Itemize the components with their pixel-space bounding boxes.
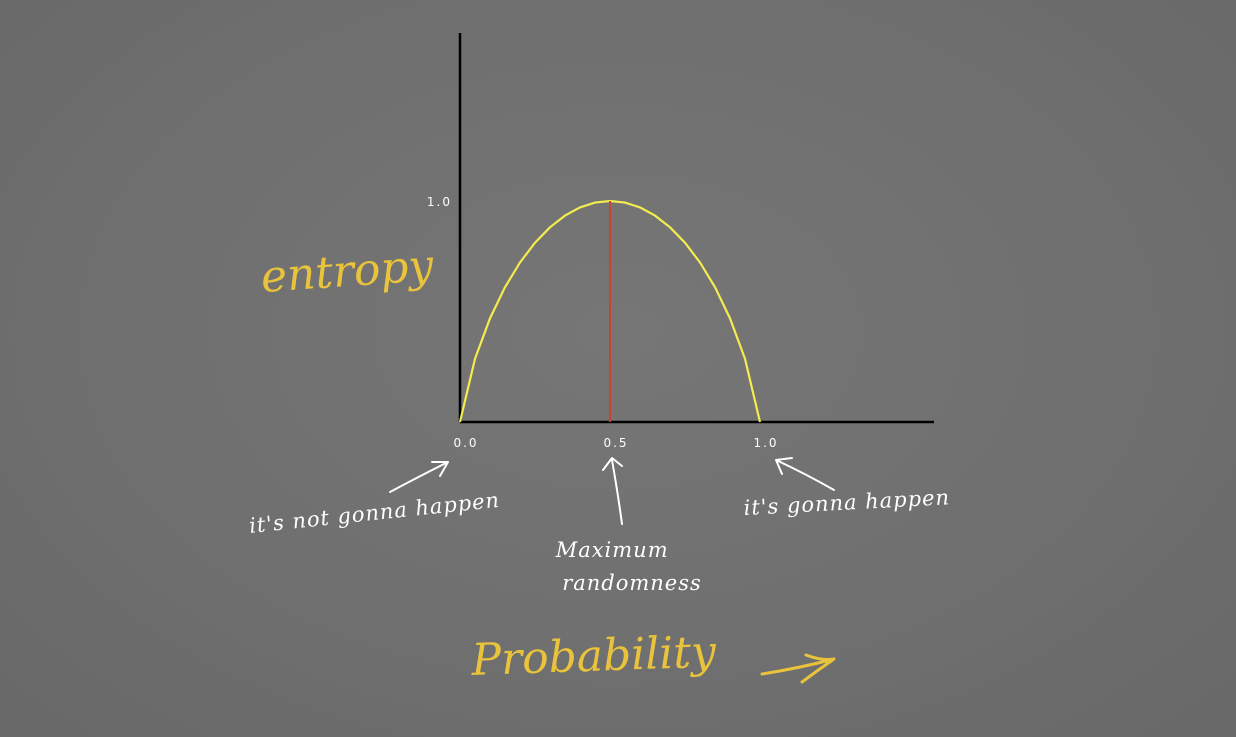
x-tick-label: 0.5 [603, 436, 628, 450]
arrow-icon [775, 457, 835, 491]
annotation-maximum-randomness: Maximum randomness [555, 538, 702, 595]
x-tick-label: 1.0 [753, 436, 778, 450]
y-axis-label: entropy [259, 240, 436, 303]
annotation-gonna-happen: it's gonna happen [743, 485, 951, 520]
annotation-line: randomness [562, 571, 702, 595]
y-tick-label: 1.0 [427, 195, 452, 209]
annotation-line: Maximum [555, 538, 669, 562]
right-arrow-icon [760, 653, 836, 684]
annotation-not-gonna-happen: it's not gonna happen [248, 488, 501, 538]
x-tick-label: 0.0 [453, 436, 478, 450]
arrow-icon [389, 461, 449, 493]
arrow-icon [602, 457, 623, 525]
x-axis-label: Probability [470, 626, 718, 686]
